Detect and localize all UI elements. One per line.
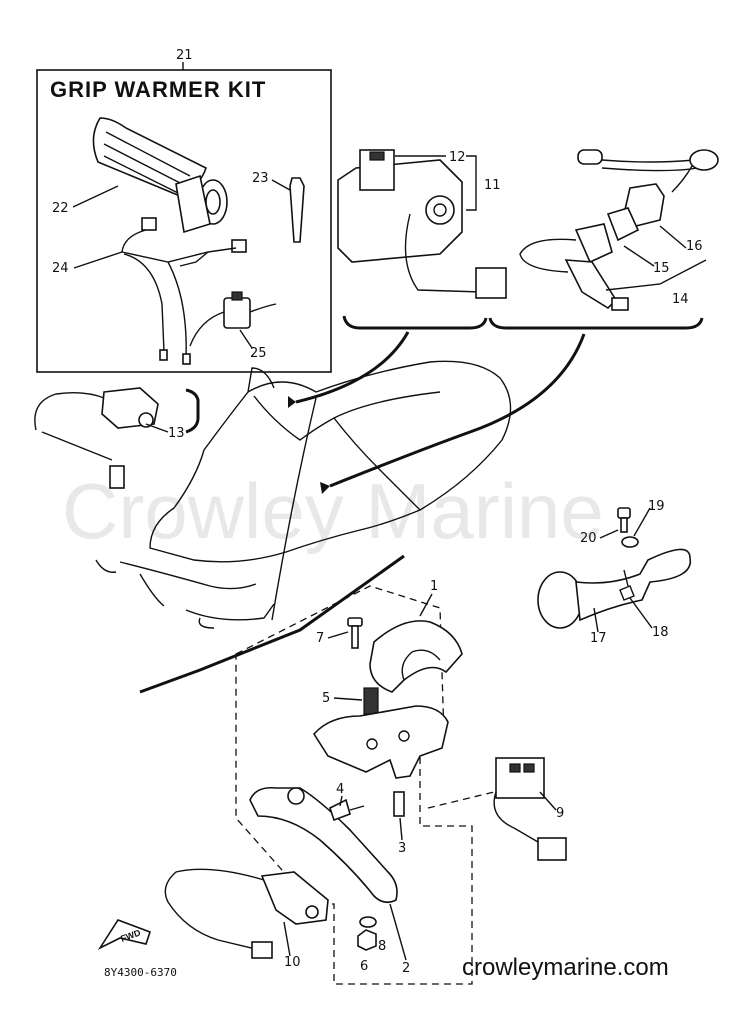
callout-16: 16 <box>686 239 703 254</box>
kit-box <box>36 69 332 373</box>
callout-12: 12 <box>449 150 466 165</box>
lever-bracket <box>313 705 449 779</box>
housing-bracket <box>185 388 200 434</box>
callout-24: 24 <box>52 261 69 276</box>
callout-22: 22 <box>52 201 69 216</box>
snowmobile-body <box>95 360 512 629</box>
relay-assembly <box>337 149 507 299</box>
kit-title: GRIP WARMER KIT <box>50 77 266 102</box>
callout-7: 7 <box>316 631 324 646</box>
screw-7 <box>347 617 363 649</box>
nut-6 <box>357 929 377 951</box>
callout-17: 17 <box>590 631 607 646</box>
throttle-wire <box>271 397 317 621</box>
grip-warmer <box>92 117 228 234</box>
callout-25: 25 <box>250 346 267 361</box>
screw-4 <box>329 798 365 822</box>
callout-23: 23 <box>252 171 269 186</box>
switch-wire <box>329 333 586 488</box>
callout-9: 9 <box>556 806 564 821</box>
callout-6: 6 <box>360 959 368 974</box>
callout-15: 15 <box>653 261 670 276</box>
callout-5: 5 <box>322 691 330 706</box>
relay-wire <box>295 331 410 404</box>
horn-nut <box>619 585 635 601</box>
relay-bracket <box>342 315 488 330</box>
callout-2: 2 <box>402 961 410 976</box>
grip-warmer-switch <box>189 291 277 347</box>
wire-harness <box>121 217 247 365</box>
throttle-heater-housing <box>34 387 159 489</box>
callout-3: 3 <box>398 841 406 856</box>
callout-4: 4 <box>336 782 344 797</box>
screw-3 <box>393 791 405 817</box>
frame-line <box>139 554 405 694</box>
horn-bolt <box>617 507 631 533</box>
collar-5 <box>363 687 379 715</box>
main-switch-assembly <box>519 149 719 311</box>
brake-connector <box>493 757 567 861</box>
callout-13: 13 <box>168 426 185 441</box>
watermark: Crowley Marine <box>62 467 604 555</box>
callout-18: 18 <box>652 625 669 640</box>
callout-10: 10 <box>284 955 301 970</box>
callout-1: 1 <box>430 579 438 594</box>
callout-8: 8 <box>378 939 386 954</box>
cable-tie <box>289 177 305 243</box>
site-label: crowleymarine.com <box>462 954 669 981</box>
grip-warmer-kit: 21 GRIP WARMER KIT 22 23 <box>36 48 332 373</box>
callout-20: 20 <box>580 531 597 546</box>
washer-8 <box>359 916 377 928</box>
drawing-code: 8Y4300-6370 <box>104 966 177 979</box>
horn-washer <box>621 536 639 548</box>
forward-arrow: FWD <box>97 919 152 951</box>
callout-19: 19 <box>648 499 665 514</box>
callout-14: 14 <box>672 292 689 307</box>
callout-11: 11 <box>484 178 501 193</box>
switch-cover <box>369 620 463 693</box>
horn-assembly <box>537 548 692 629</box>
switch-bracket <box>488 317 704 330</box>
callout-21: 21 <box>176 48 193 63</box>
brake-switch <box>164 868 329 959</box>
brake-lever <box>249 786 398 904</box>
